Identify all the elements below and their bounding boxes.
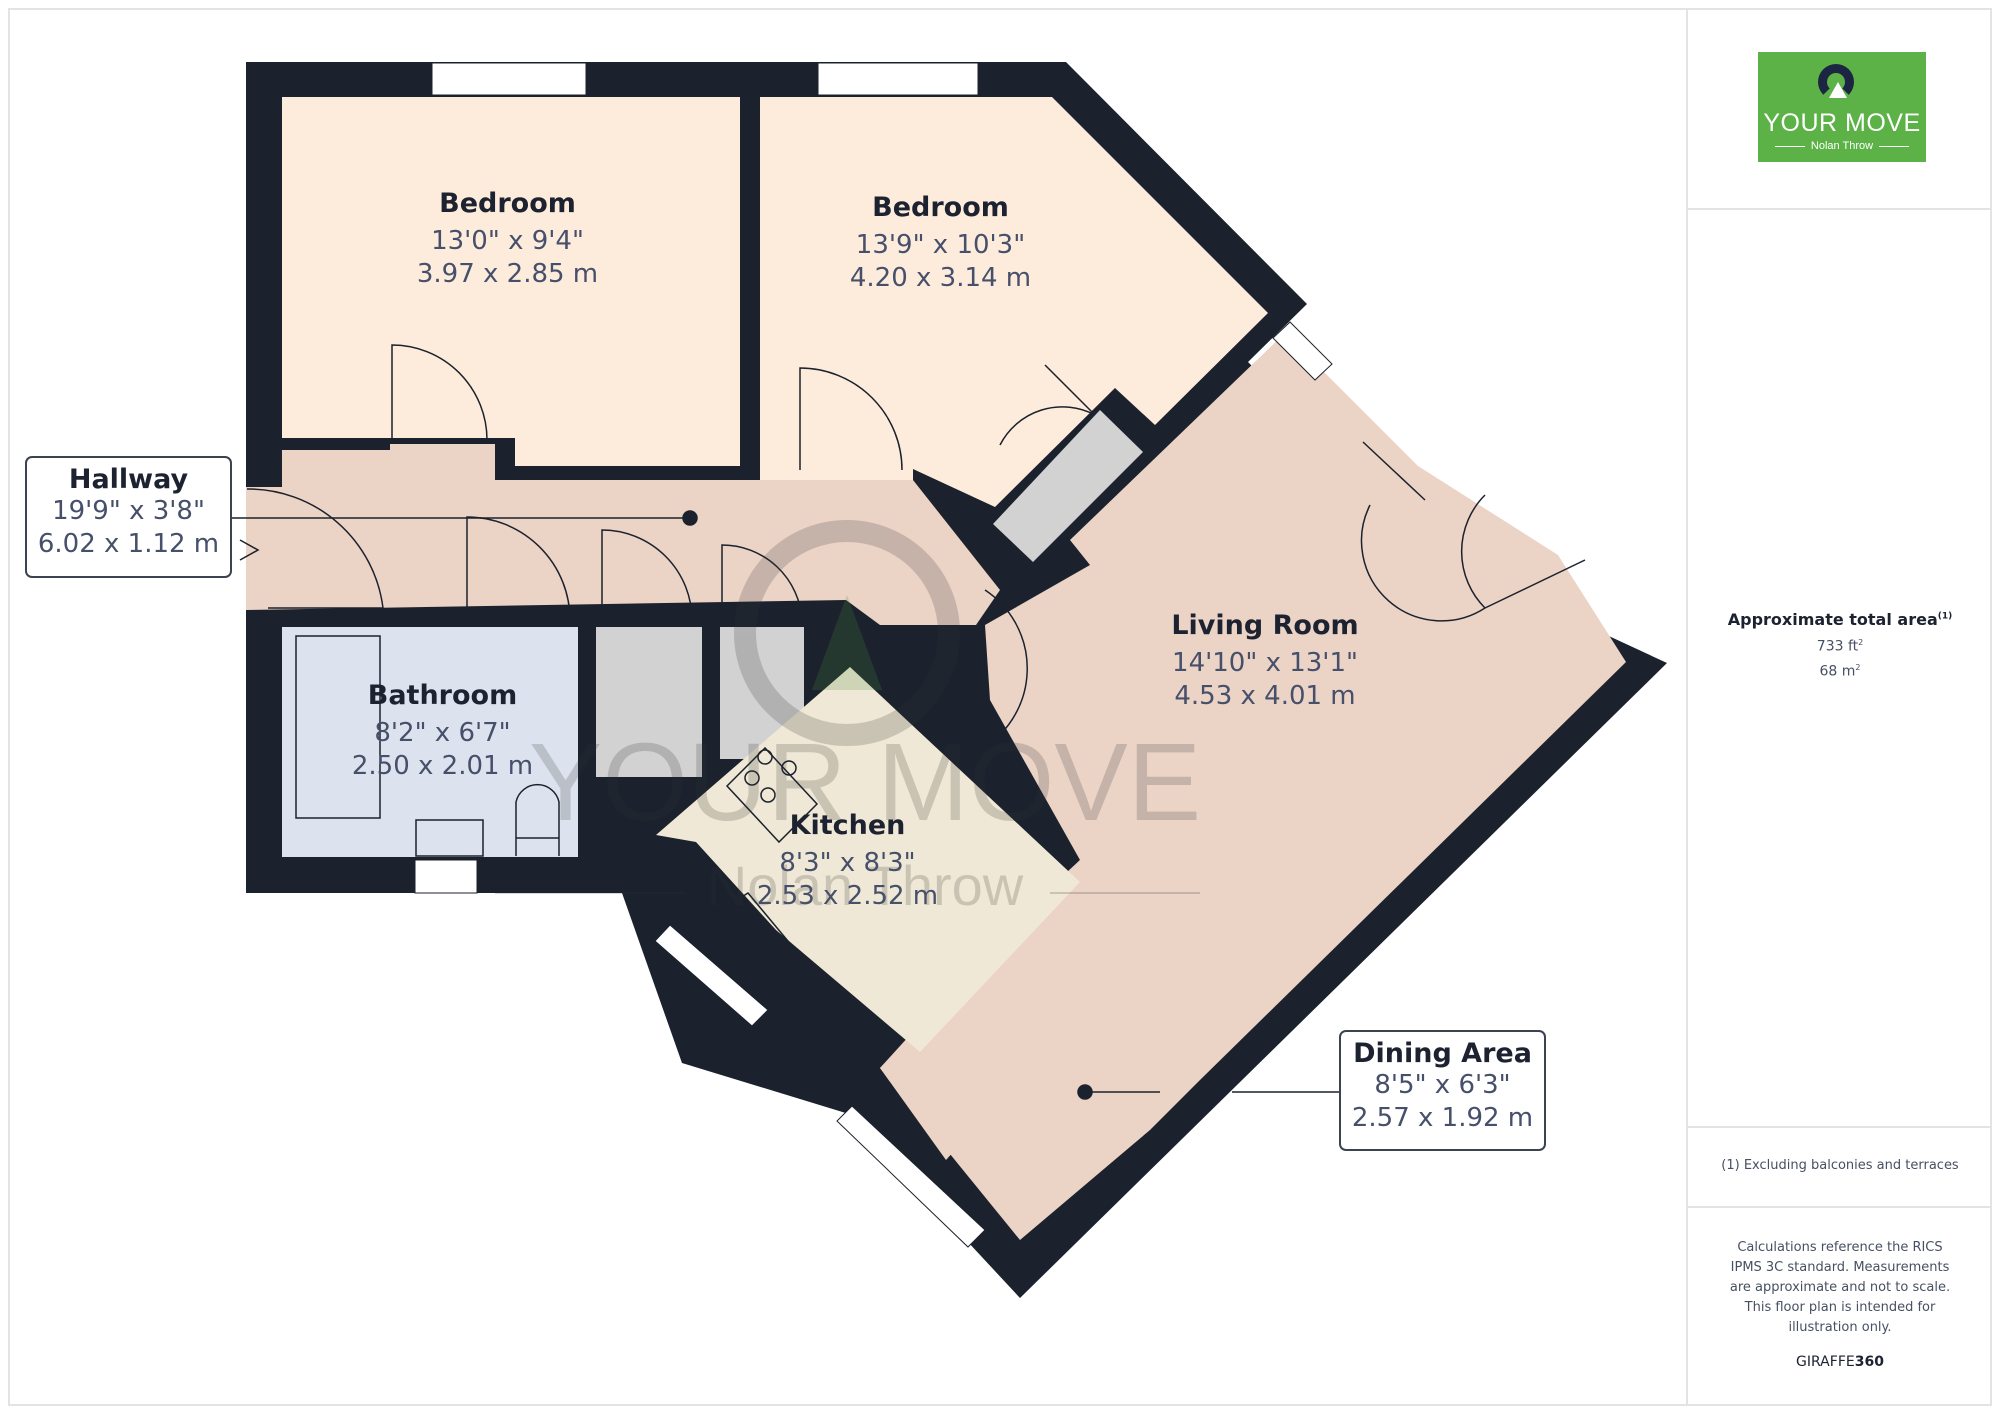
label-leaders xyxy=(232,510,1340,1100)
window[interactable] xyxy=(431,62,587,96)
room-label-bathroom: Bathroom 8'2" x 6'7" 2.50 x 2.01 m xyxy=(320,680,565,783)
room-name: Kitchen xyxy=(789,810,906,841)
toilet xyxy=(515,783,560,856)
room-dim-metric: 3.97 x 2.85 m xyxy=(416,259,599,289)
door-bedroom-1[interactable] xyxy=(391,344,488,441)
door-cupboard-1[interactable] xyxy=(601,529,693,621)
bedroom-1-floor xyxy=(282,97,740,466)
sink xyxy=(704,892,804,986)
room-name: Dining Area xyxy=(1353,1038,1532,1069)
storage-cupboard-1 xyxy=(596,627,702,777)
door-bedroom-2[interactable] xyxy=(799,367,903,471)
room-name: Bedroom xyxy=(439,188,576,219)
window[interactable] xyxy=(654,924,769,1027)
svg-text:Nolan Throw: Nolan Throw xyxy=(707,854,1024,917)
room-dim-metric: 2.50 x 2.01 m xyxy=(351,751,534,781)
room-name: Bedroom xyxy=(872,192,1009,223)
room-dim-imperial: 19'9" x 3'8" xyxy=(52,496,205,526)
area-sqm: 68 m2 xyxy=(1819,662,1861,680)
door-kitchen[interactable] xyxy=(909,589,1028,751)
room-dim-imperial: 14'10" x 13'1" xyxy=(1172,648,1358,678)
watermark: YOUR MOVE Nolan Throw xyxy=(495,520,1201,917)
bathtub xyxy=(295,635,381,819)
window[interactable] xyxy=(817,62,979,96)
room-label-kitchen: Kitchen 8'3" x 8'3" 2.53 x 2.52 m xyxy=(725,810,970,913)
hob xyxy=(725,746,819,844)
room-dim-metric: 6.02 x 1.12 m xyxy=(37,529,220,559)
room-dim-metric: 2.53 x 2.52 m xyxy=(756,881,939,911)
logo-triangle-icon xyxy=(1829,82,1847,98)
window[interactable] xyxy=(836,1105,986,1248)
footnote-section: (1) Excluding balconies and terraces xyxy=(1688,1128,1992,1208)
door-cupboard-2[interactable] xyxy=(721,544,803,621)
bathroom-fixtures xyxy=(295,635,560,857)
kitchen-fixtures xyxy=(704,746,819,986)
room-label-hallway: Hallway 19'9" x 3'8" 6.02 x 1.12 m xyxy=(25,456,232,578)
info-sidebar: YOUR MOVE Nolan Throw Approximate total … xyxy=(1686,8,1992,1406)
room-name: Hallway xyxy=(68,464,189,495)
dining-area-floor xyxy=(880,860,1200,1240)
room-dim-imperial: 8'5" x 6'3" xyxy=(1374,1070,1511,1100)
giraffe360-brand: GIRAFFE360 xyxy=(1796,1354,1884,1370)
disclaimer-text: Calculations reference the RICS IPMS 3C … xyxy=(1729,1240,1951,1335)
door-living-french[interactable] xyxy=(1360,441,1586,622)
room-dim-imperial: 8'3" x 8'3" xyxy=(779,848,916,878)
window[interactable] xyxy=(414,859,478,894)
logo-ring-icon xyxy=(1818,64,1854,100)
hallway-floor xyxy=(246,444,1000,625)
footnote-text: (1) Excluding balconies and terraces xyxy=(1721,1158,1959,1173)
logo-name: YOUR MOVE xyxy=(1763,109,1921,137)
agency-logo: YOUR MOVE Nolan Throw xyxy=(1758,52,1926,162)
room-label-bedroom-2: Bedroom 13'9" x 10'3" 4.20 x 3.14 m xyxy=(813,192,1068,295)
logo-sub: Nolan Throw xyxy=(1758,140,1926,152)
door-cupboard-3[interactable] xyxy=(999,364,1096,446)
room-name: Bathroom xyxy=(367,680,518,711)
room-name: Living Room xyxy=(1171,610,1359,641)
room-dim-imperial: 13'0" x 9'4" xyxy=(431,226,584,256)
area-sqft: 733 ft2 xyxy=(1816,638,1864,655)
basin xyxy=(415,819,484,857)
storage-cupboard-3 xyxy=(993,410,1143,562)
room-dim-metric: 2.57 x 1.92 m xyxy=(1351,1103,1534,1133)
room-dim-metric: 4.53 x 4.01 m xyxy=(1174,681,1356,711)
room-label-living-room: Living Room 14'10" x 13'1" 4.53 x 4.01 m xyxy=(1130,610,1400,713)
bedroom-2-floor xyxy=(760,97,1268,507)
area-section: Approximate total area(1) 733 ft2 68 m2 xyxy=(1688,210,1992,1128)
svg-text:YOUR MOVE: YOUR MOVE xyxy=(529,721,1201,844)
doors xyxy=(246,344,1586,751)
room-label-bedroom-1: Bedroom 13'0" x 9'4" 3.97 x 2.85 m xyxy=(380,188,635,291)
window[interactable] xyxy=(1272,321,1333,381)
room-label-dining-area: Dining Area 8'5" x 6'3" 2.57 x 1.92 m xyxy=(1339,1030,1546,1151)
area-title: Approximate total area(1) xyxy=(1727,610,1953,629)
room-dim-imperial: 13'9" x 10'3" xyxy=(855,230,1026,260)
room-dim-imperial: 8'2" x 6'7" xyxy=(374,718,511,748)
page-frame xyxy=(8,8,1992,1406)
room-dim-metric: 4.20 x 3.14 m xyxy=(849,263,1032,293)
disclaimer-section: Calculations reference the RICS IPMS 3C … xyxy=(1688,1208,1992,1404)
logo-section: YOUR MOVE Nolan Throw xyxy=(1688,8,1992,210)
door-entrance[interactable] xyxy=(246,488,384,609)
